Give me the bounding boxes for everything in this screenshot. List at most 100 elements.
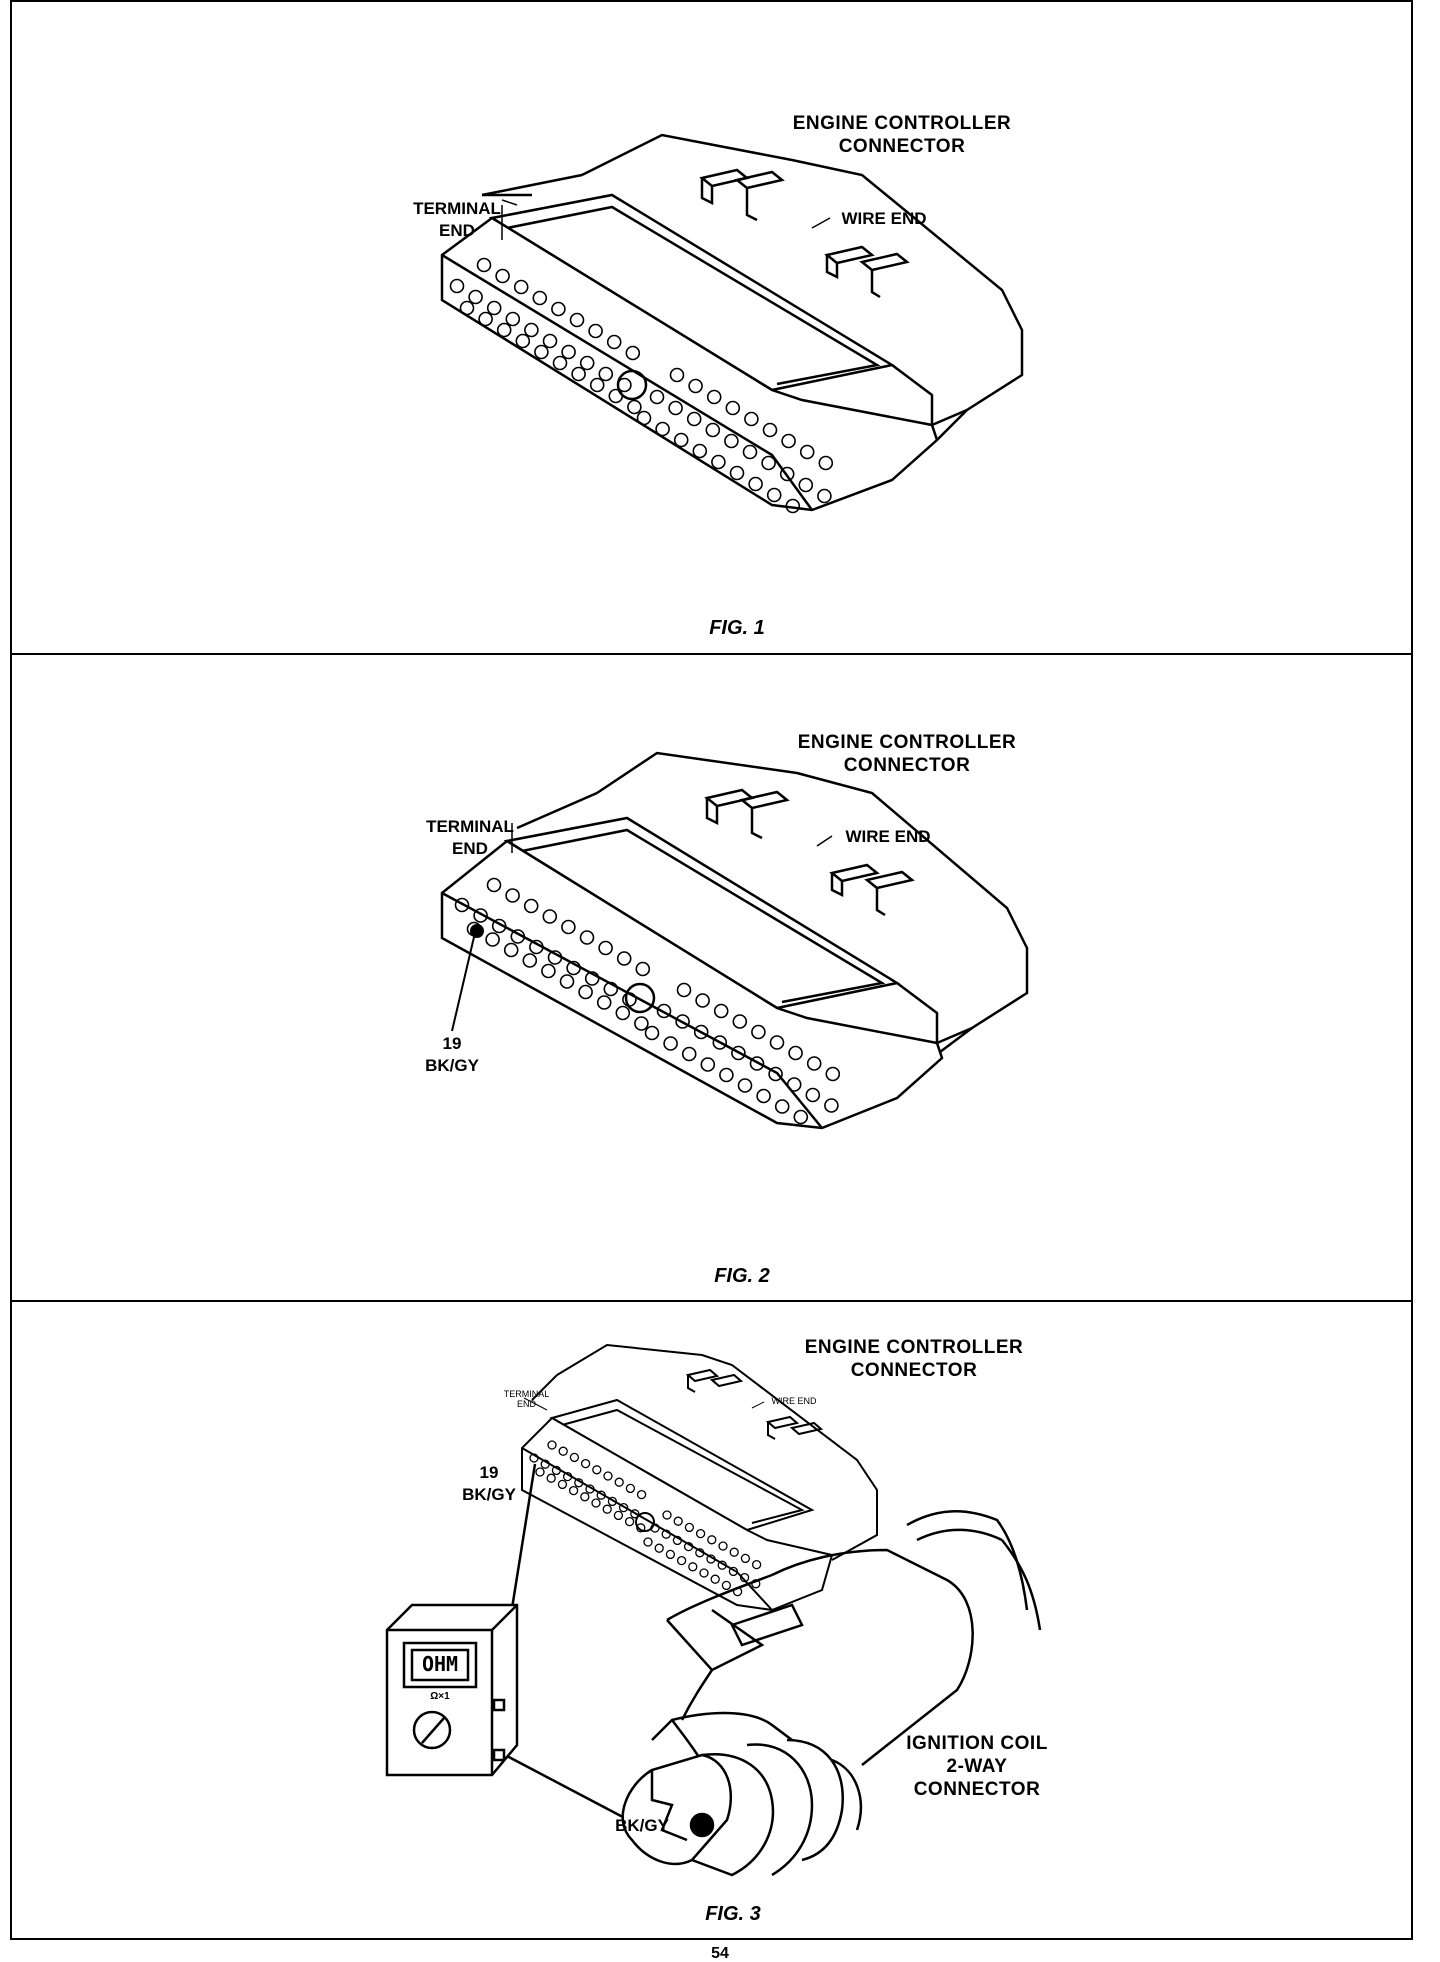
connector-pin [649,389,665,405]
ohmmeter [385,1603,519,1777]
terminal-end-label: TERMINAL END [499,1389,554,1409]
connector-pin [608,388,624,404]
connector-pin [603,1471,613,1481]
connector-pin [547,950,563,965]
connector-pin [524,322,539,338]
ignition-coil-connector [621,1510,1042,1877]
connector-pin [598,366,614,382]
pin-number-label: 19 [479,1463,499,1482]
connector-pin [574,1478,584,1488]
pin-wire-label: BK/GY [462,1485,516,1504]
connector-title-line2: CONNECTOR [850,1360,978,1381]
connector-pin [532,290,548,306]
connector-pin [824,1098,839,1113]
connector-pin [552,355,568,371]
connector-pins [454,877,841,1125]
connector-pin [505,888,520,903]
connector-pin [825,1066,841,1082]
connector-pin [596,1490,606,1500]
connector-pin [786,1077,802,1092]
connector-pin [692,443,708,459]
connector-pins [529,1440,762,1597]
connector-pin [614,1477,624,1487]
engine-controller-connector [521,1343,878,1612]
connector-pin [616,951,632,966]
connector-pin [606,334,622,350]
connector-pin [699,1568,709,1578]
connector-pin [607,1496,618,1507]
connector-pin [729,465,745,481]
meter-range-label: Ω×1 [430,1691,450,1702]
connector-pin [636,410,652,426]
connector-pin [663,1036,678,1051]
connector-pin [712,1035,728,1050]
connector-pin [718,1541,728,1551]
connector-pin [585,1484,595,1494]
connector-pin [724,433,739,449]
connector-pin [625,1483,636,1494]
connector-pin [683,1541,694,1552]
terminal-end-line2: END [516,1399,536,1409]
connector-pin [580,1492,590,1502]
connector-pin [665,1549,676,1560]
connector-title: ENGINE CONTROLLER CONNECTOR [784,1336,1044,1382]
terminal-end-line1: TERMINAL [426,817,514,836]
connector-pin [636,1489,647,1500]
connector-pin [748,476,763,492]
page-frame [10,0,1413,1940]
connector-pin [774,1099,790,1114]
coil-title-line3: CONNECTOR [913,1779,1041,1800]
connector-pin [486,877,502,893]
connector-pin [579,930,595,945]
connector-pin [551,1465,562,1476]
connector-pin [675,1014,690,1029]
coil-title-line1: IGNITION COIL [906,1733,1048,1754]
terminal-end-label: TERMINAL END [420,816,520,860]
connector-pin [706,1554,716,1564]
connector-pin [751,1024,766,1040]
connector-title-line1: ENGINE CONTROLLER [797,732,1017,753]
engine-controller-connector [440,751,1029,1130]
connector-pin [732,1014,748,1029]
connector-pin [598,940,613,956]
pin-wire-label: BK/GY [425,1056,479,1075]
connector-pin [700,1057,716,1072]
connector-pin [676,1555,687,1566]
connector-pin [584,971,600,986]
connector-pin [721,1580,732,1591]
connector-pin [562,1471,573,1482]
connector-pin [744,411,759,427]
connector-pins [449,257,834,514]
connector-pin [449,278,465,294]
connector-pin [799,444,815,460]
wire-end-label: WIRE END [841,209,927,228]
connector-pin [717,1560,727,1570]
fig2-connector-drawing [440,751,1029,1130]
connector-pin [591,1498,601,1508]
connector-pin [731,1045,746,1061]
connector-title: ENGINE CONTROLLER CONNECTOR [772,112,1032,158]
connector-pin [624,1516,635,1527]
pin-19-callout: 19 BK/GY [407,1033,497,1077]
terminal-end-line1: TERMINAL [503,1389,550,1399]
connector-pin [568,1485,579,1496]
connector-pin [751,1559,762,1570]
connector-pin [473,908,488,923]
connector-pin [719,1067,734,1083]
connector-pin [662,1510,672,1520]
figure-3: ENGINE CONTROLLER CONNECTOR TERMINAL END… [12,1300,1411,1940]
connector-pin [468,289,483,305]
panel-divider-1 [10,653,1413,655]
connector-pin [673,432,689,448]
connector-pin [688,378,703,394]
connector-pin [806,1056,822,1071]
connector-pin [557,1479,568,1490]
connector-pin [707,1535,717,1545]
connector-pin [547,1440,557,1450]
connector-pin [635,961,651,977]
connector-pin [580,1458,591,1469]
connector-pin [725,400,741,416]
page-number: 54 [711,1945,729,1962]
connector-pin [534,344,549,360]
connector-pin [634,1016,649,1031]
